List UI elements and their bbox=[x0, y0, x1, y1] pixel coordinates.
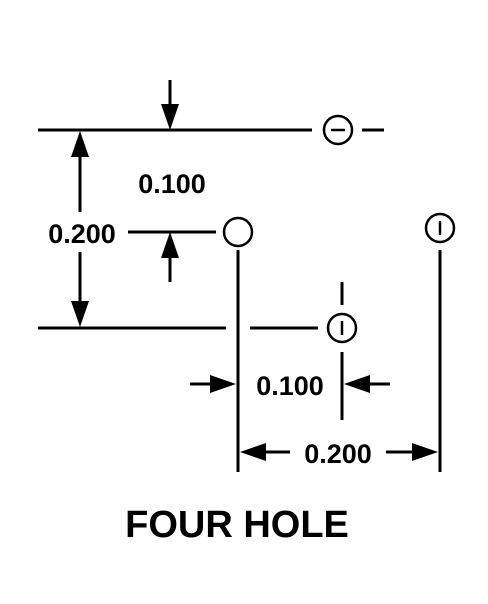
hole-bottom bbox=[326, 312, 358, 344]
vertical-0200-arrows bbox=[71, 131, 89, 327]
hole-top bbox=[322, 114, 354, 146]
horizontal-0200-arrows bbox=[240, 443, 438, 461]
vertical-0100-arrows bbox=[161, 80, 179, 282]
dimension-label-vertical-0100: 0.100 bbox=[138, 169, 206, 199]
dimension-label-horizontal-0100: 0.100 bbox=[256, 371, 324, 401]
hole-left bbox=[222, 216, 254, 248]
dimension-label-horizontal-0200: 0.200 bbox=[304, 439, 372, 469]
dimension-label-vertical-0200: 0.200 bbox=[48, 219, 116, 249]
drawing-caption: FOUR HOLE bbox=[125, 504, 349, 546]
horizontal-0100-arrows bbox=[190, 375, 390, 393]
hole-right bbox=[424, 212, 456, 244]
